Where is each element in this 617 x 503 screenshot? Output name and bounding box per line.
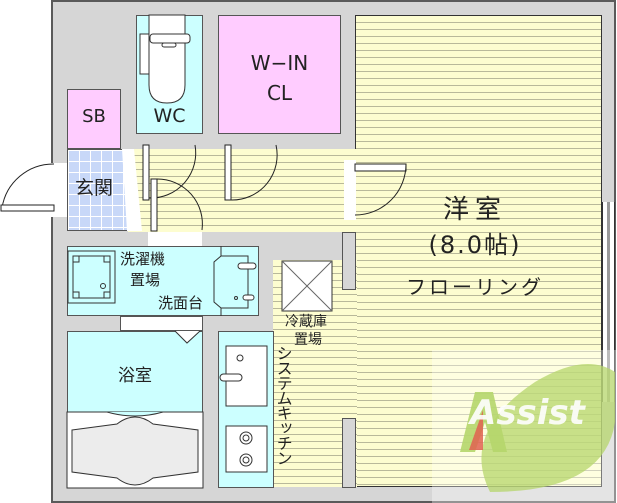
shoe-box — [67, 89, 121, 149]
partition-wall — [342, 232, 356, 290]
logo-text: Assist — [470, 393, 585, 433]
entrance-door-opening — [51, 163, 67, 217]
closet-label-2: CL — [266, 81, 293, 105]
fridge-icon — [281, 260, 333, 312]
kitchen-label: システムキッチン — [273, 345, 293, 465]
wc-label: WC — [153, 105, 186, 127]
bathroom-label: 浴室 — [118, 366, 152, 386]
room-flooring: フローリング — [406, 275, 544, 299]
vanity-icon — [213, 246, 257, 316]
washroom-door-opening — [148, 232, 202, 246]
fridge-label-2: 置場 — [294, 332, 322, 348]
walk-in-closet — [218, 15, 341, 134]
vanity-label: 洗面台 — [158, 294, 204, 312]
hallway — [128, 149, 356, 232]
bathroom-vent-icon — [174, 330, 201, 344]
washroom — [67, 246, 259, 316]
entrance — [67, 149, 129, 231]
toilet-icon — [139, 14, 191, 104]
bathroom-entry — [120, 316, 203, 331]
partition-wall-lower — [342, 418, 356, 488]
bathtub-icon — [66, 411, 204, 489]
closet-label-1: W−IN — [250, 51, 309, 75]
sb-label: SB — [82, 106, 106, 127]
kitchen-sink-icon — [219, 345, 268, 473]
room-name: 洋室 — [442, 195, 507, 225]
hallway-doors-icon — [142, 144, 356, 232]
washing-machine-icon — [67, 250, 116, 304]
entrance-label: 玄関 — [74, 177, 113, 199]
washer-label-2: 置場 — [130, 271, 161, 289]
window-pane — [607, 202, 610, 402]
room-size: (8.0帖) — [428, 231, 522, 259]
assist-logo-icon — [460, 364, 615, 492]
washer-label-1: 洗濯機 — [120, 250, 166, 268]
room-door-icon — [354, 163, 407, 216]
fridge-label-1: 冷蔵庫 — [285, 314, 327, 330]
entrance-door-icon — [0, 163, 55, 212]
